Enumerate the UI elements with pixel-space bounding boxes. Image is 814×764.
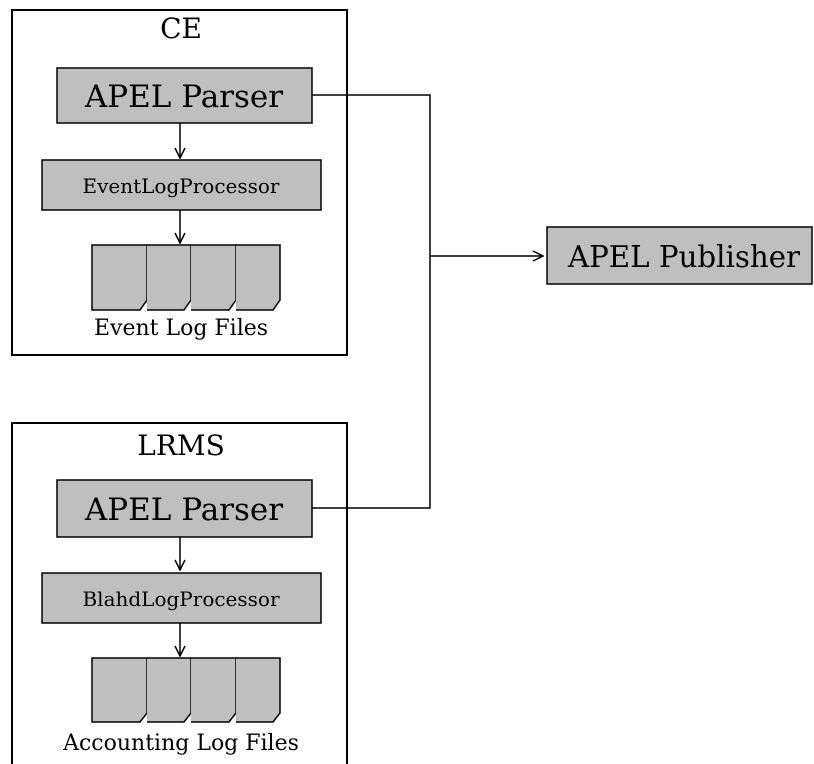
ce-log-files-icon [91, 244, 281, 311]
lrms-apel-parser-label: APEL Parser [84, 492, 283, 528]
lrms-blahd-log-processor-box [41, 572, 322, 624]
log-file-icon [191, 657, 237, 723]
log-file-icon [91, 244, 148, 311]
ce-group: CE APEL Parser EventLogProcessor Event L… [11, 9, 348, 356]
lrms-parser-to-publisher-connector [312, 256, 431, 509]
ce-parser-to-publisher-connector [312, 94, 431, 256]
lrms-accounting-log-files-label: Accounting Log Files [62, 731, 299, 756]
log-file-icon [91, 657, 148, 723]
log-file-icon [236, 657, 281, 723]
lrms-blahd-log-processor-label: BlahdLogProcessor [82, 587, 279, 611]
ce-event-log-processor-label: EventLogProcessor [82, 174, 279, 198]
apel-publisher: APEL Publisher [546, 226, 813, 285]
ce-title: CE [160, 12, 202, 45]
lrms-title: LRMS [137, 429, 225, 462]
apel-publisher-label: APEL Publisher [567, 240, 801, 275]
lrms-log-files-icon [91, 657, 281, 723]
lrms-group: LRMS APEL Parser BlahdLogProcessor Accou… [11, 422, 348, 764]
ce-apel-parser-label: APEL Parser [84, 79, 283, 115]
log-file-icon [191, 244, 237, 311]
publisher-connectors [312, 94, 543, 509]
ce-apel-parser-box [56, 67, 313, 124]
ce-event-log-processor-box [41, 159, 322, 211]
apel-publisher-box [546, 226, 813, 285]
log-file-icon [236, 244, 281, 311]
ce-event-log-files-label: Event Log Files [94, 316, 268, 341]
log-file-icon [147, 244, 192, 311]
log-file-icon [147, 657, 192, 723]
lrms-apel-parser-box [56, 479, 313, 538]
